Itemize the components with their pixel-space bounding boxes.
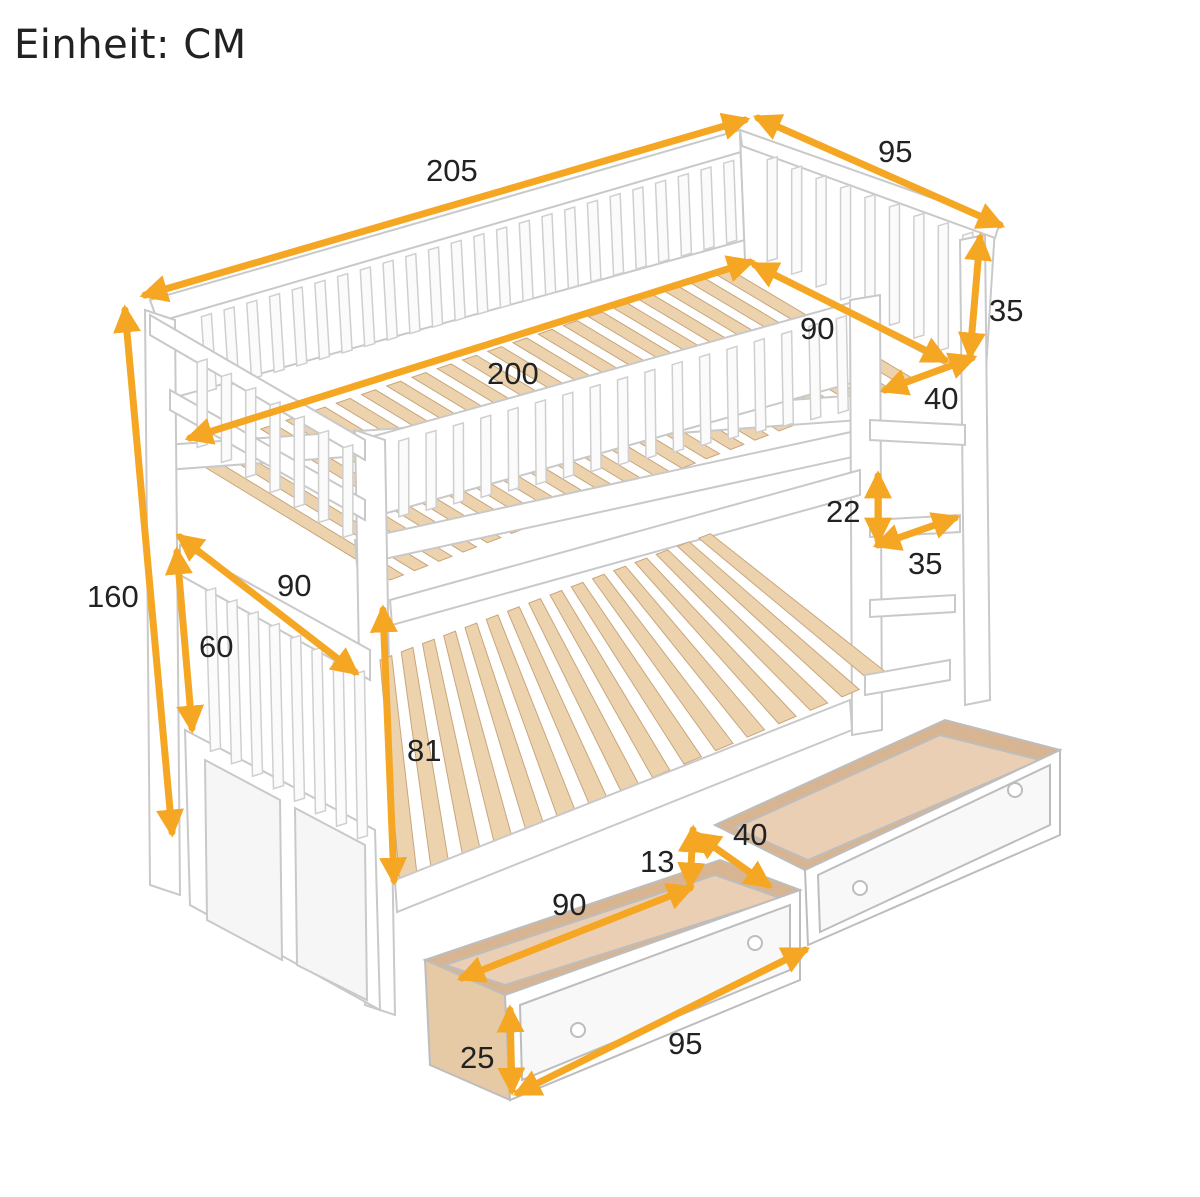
label-length-total: 205 [426,153,478,188]
label-step-height: 22 [826,494,860,529]
label-drawer-depth: 13 [640,844,674,879]
spindle [839,184,852,301]
arrow-lower-clearance [369,604,408,886]
spindle [671,360,685,454]
spindle [913,212,925,340]
spindle [353,670,369,840]
spindle [289,634,306,803]
spindle [937,221,950,352]
unit-label: Einheit: CM [14,22,247,68]
slat [612,565,766,738]
arrow-end-width-lower [175,533,360,676]
spindle [589,383,602,473]
arrow-end-height-lower [164,546,205,734]
spindle [244,386,257,479]
slat [591,573,734,752]
spindle [815,174,827,288]
arrow-drawer-inner-width [692,831,773,889]
lower-front-rail [393,698,854,914]
label-width-total: 95 [878,134,912,169]
spindle [311,646,327,815]
arrow-ladder-gap [879,352,978,396]
label-guard-height: 35 [989,293,1023,328]
spindle [479,414,492,499]
spindle [562,391,575,479]
arrow-guard-height [957,232,993,361]
spindle [204,586,222,753]
spindle [726,345,740,441]
slat [655,549,829,711]
slat [676,541,861,698]
spindle [644,368,657,460]
slat [634,557,797,725]
spindle [780,330,795,428]
spindle [317,429,330,524]
spindle [268,622,285,790]
arrow-mattress-width [749,261,951,364]
spindle [293,415,306,509]
slat [549,589,671,779]
dimension-arrows [113,112,1006,1097]
spindle [835,314,850,415]
label-end-height-lower: 60 [199,629,233,664]
label-drawer-inner-width: 40 [733,817,767,852]
spindle [677,172,693,258]
arrow-drawer-depth [677,824,706,891]
spindle [425,429,437,512]
label-drawer-height: 25 [460,1040,494,1075]
spindle [226,598,243,765]
lower-slats [379,533,892,886]
label-total-height: 160 [87,579,139,614]
spindle [247,610,264,778]
label-end-width-lower: 90 [277,568,311,603]
dimension-labels: 205 95 35 200 90 40 22 35 160 90 60 81 1… [87,134,1023,1075]
spindle [534,398,547,486]
spindle [766,155,778,263]
arrow-mattress-length [184,255,756,445]
spindle [700,166,715,251]
spindle [507,406,520,492]
spindle [698,353,712,447]
arrow-step-width [872,512,961,551]
spindle [220,372,233,464]
label-drawer-length: 95 [668,1026,702,1061]
label-step-width: 35 [908,546,942,581]
slat [570,581,703,765]
arrow-drawer-inner-length [456,883,696,983]
spindle [888,202,901,327]
spindle [753,337,767,434]
label-ladder-gap: 40 [924,381,958,416]
drawer-right [712,718,1063,947]
spindle [616,375,630,467]
label-mattress-length: 200 [487,356,539,391]
spindle [722,159,738,245]
arrow-total-height [113,304,184,838]
spindle [864,193,876,314]
spindle [342,443,354,539]
label-lower-clearance: 81 [407,733,441,768]
arrow-drawer-length [512,946,811,1097]
spindle [332,658,348,828]
label-drawer-inner-length: 90 [552,887,586,922]
spindle [452,421,465,505]
spindle [790,165,803,276]
arrow-drawer-height [496,1004,526,1096]
label-mattress-width-top: 90 [800,311,834,346]
spindle [397,437,410,518]
arrow-width-total [752,114,1006,229]
